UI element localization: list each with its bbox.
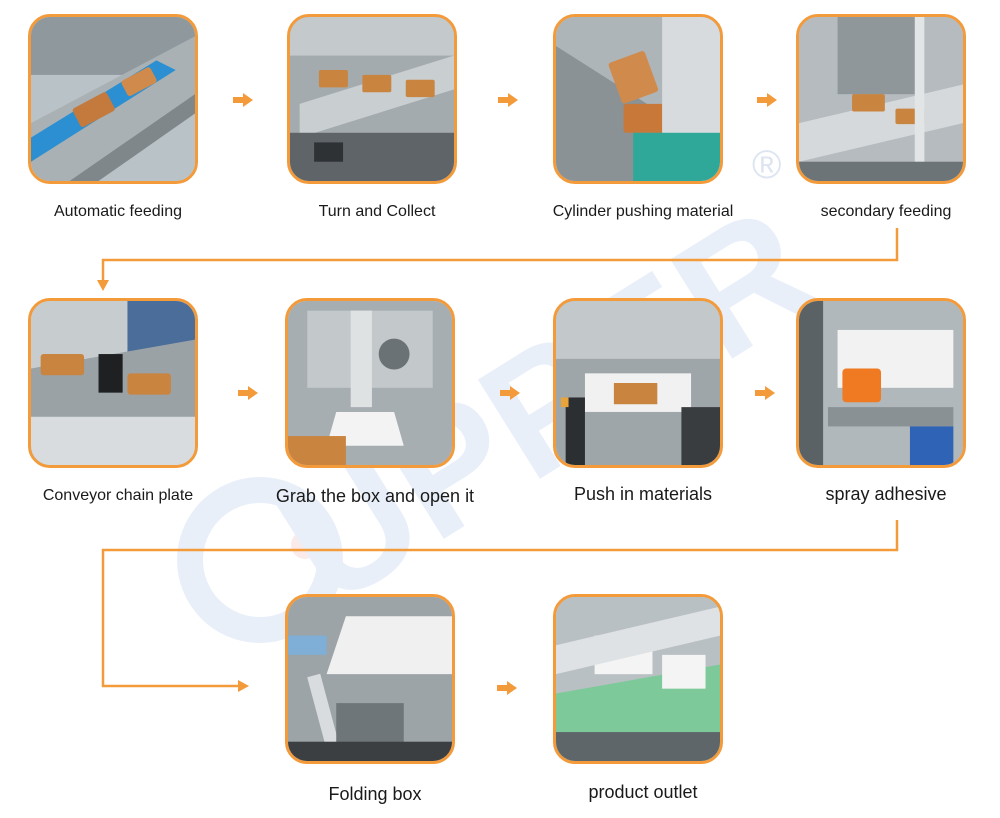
step-label: secondary feeding <box>820 203 952 220</box>
step-label: Cylinder pushing material <box>552 203 734 220</box>
turn-and-collect-photo <box>287 14 457 184</box>
step-label: Turn and Collect <box>318 203 436 220</box>
push-in-materials-photo <box>553 298 723 468</box>
arrow-right-icon <box>757 93 777 107</box>
step-label: product outlet <box>588 782 698 802</box>
step-label: spray adhesive <box>825 484 947 504</box>
arrow-right-icon <box>500 386 520 400</box>
arrow-right-icon <box>755 386 775 400</box>
automatic-feeding-photo <box>28 14 198 184</box>
secondary-feeding-photo <box>796 14 966 184</box>
cylinder-pushing-material-photo <box>553 14 723 184</box>
arrow-right-icon <box>233 93 253 107</box>
step-label: Folding box <box>328 784 422 804</box>
step-label: Grab the box and open it <box>275 486 475 506</box>
folding-box-photo <box>285 594 455 764</box>
product-outlet-photo <box>553 594 723 764</box>
conveyor-chain-plate-photo <box>28 298 198 468</box>
step-label: Push in materials <box>573 484 713 504</box>
arrow-right-icon <box>497 681 517 695</box>
step-label: Conveyor chain plate <box>42 487 194 504</box>
grab-the-box-photo <box>285 298 455 468</box>
spray-adhesive-photo <box>796 298 966 468</box>
arrow-right-icon <box>498 93 518 107</box>
registered-mark: ® <box>752 143 781 187</box>
arrow-right-icon <box>238 386 258 400</box>
step-label: Automatic feeding <box>53 203 183 220</box>
